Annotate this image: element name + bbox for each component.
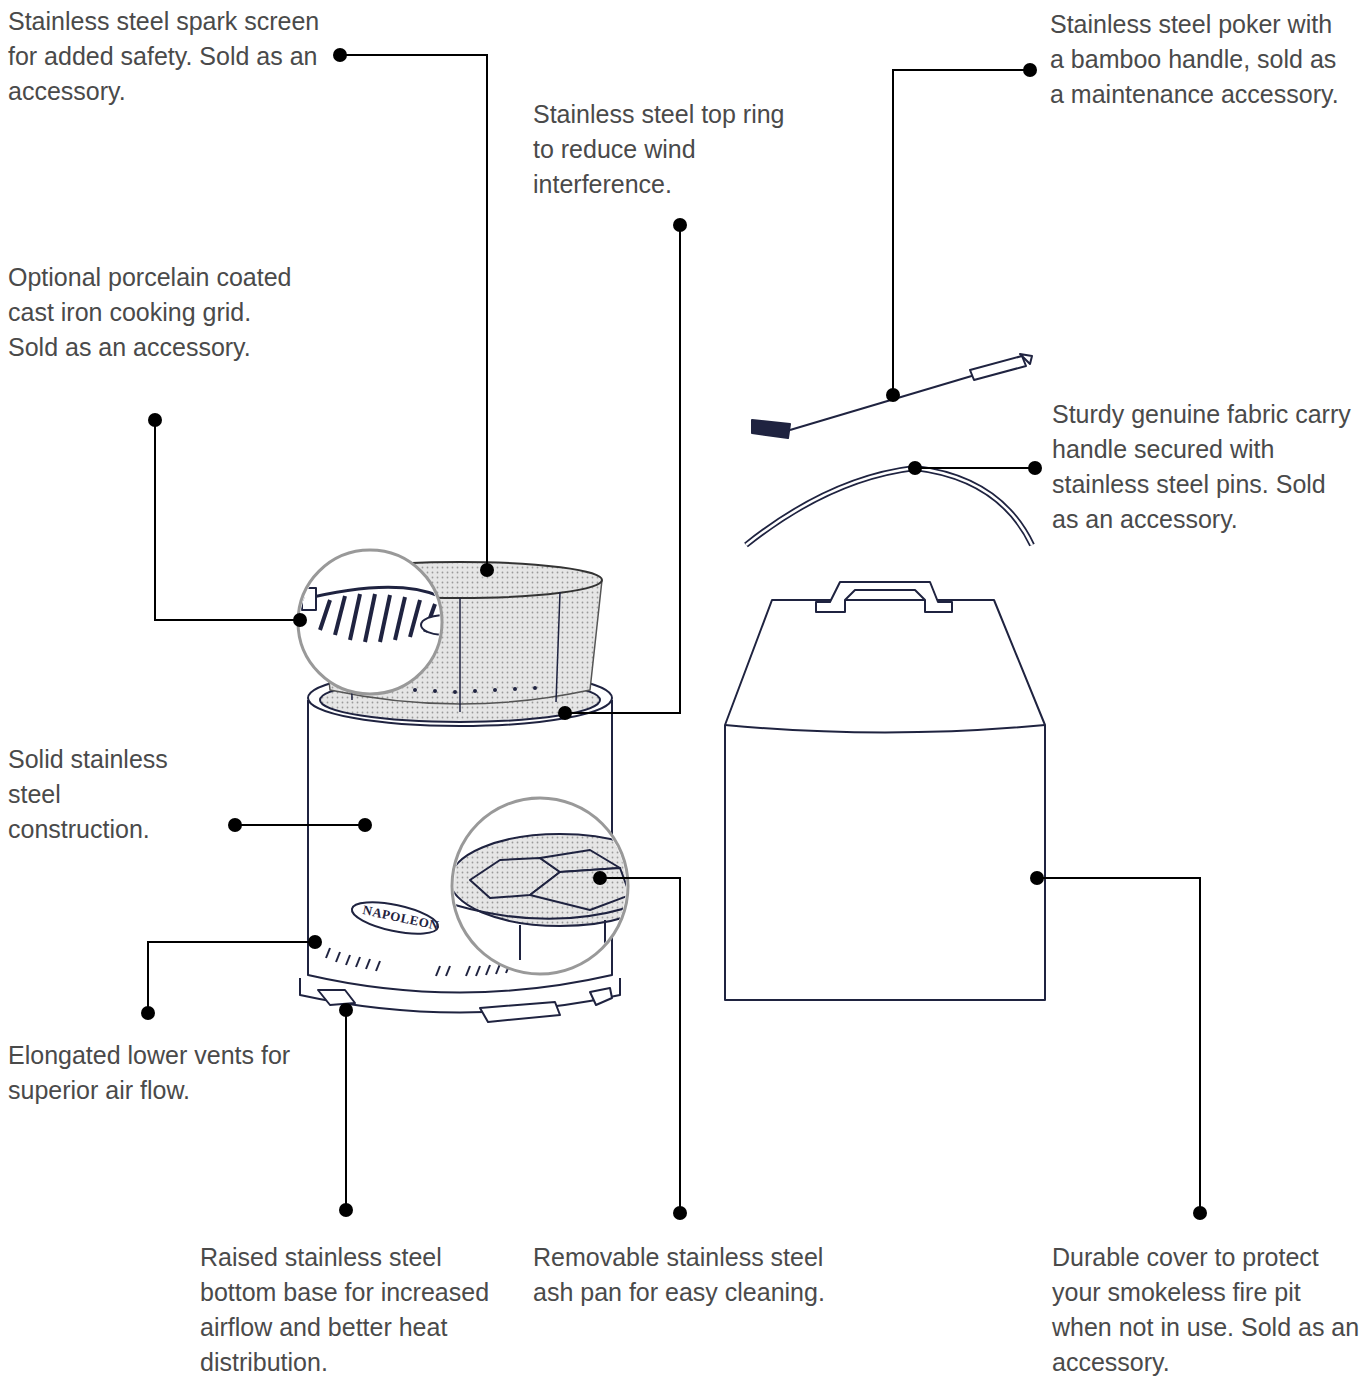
callout-text: Stainless steel spark screen for added s… [8,4,338,109]
callout-text: Elongated lower vents for superior air f… [8,1038,308,1108]
callout-text: Stainless steel poker with a bamboo hand… [1050,7,1350,112]
callout-text: Stainless steel top ring to reduce wind … [533,97,795,202]
callout-text: Sturdy genuine fabric carry handle secur… [1052,397,1352,537]
callout-text: Optional porcelain coated cast iron cook… [8,260,293,365]
callout-text: Durable cover to protect your smokeless … [1052,1240,1362,1377]
callout-text: Solid stainless steel construction. [8,742,198,847]
callout-text: Removable stainless steel ash pan for ea… [533,1240,833,1310]
callout-text: Raised stainless steel bottom base for i… [200,1240,500,1377]
